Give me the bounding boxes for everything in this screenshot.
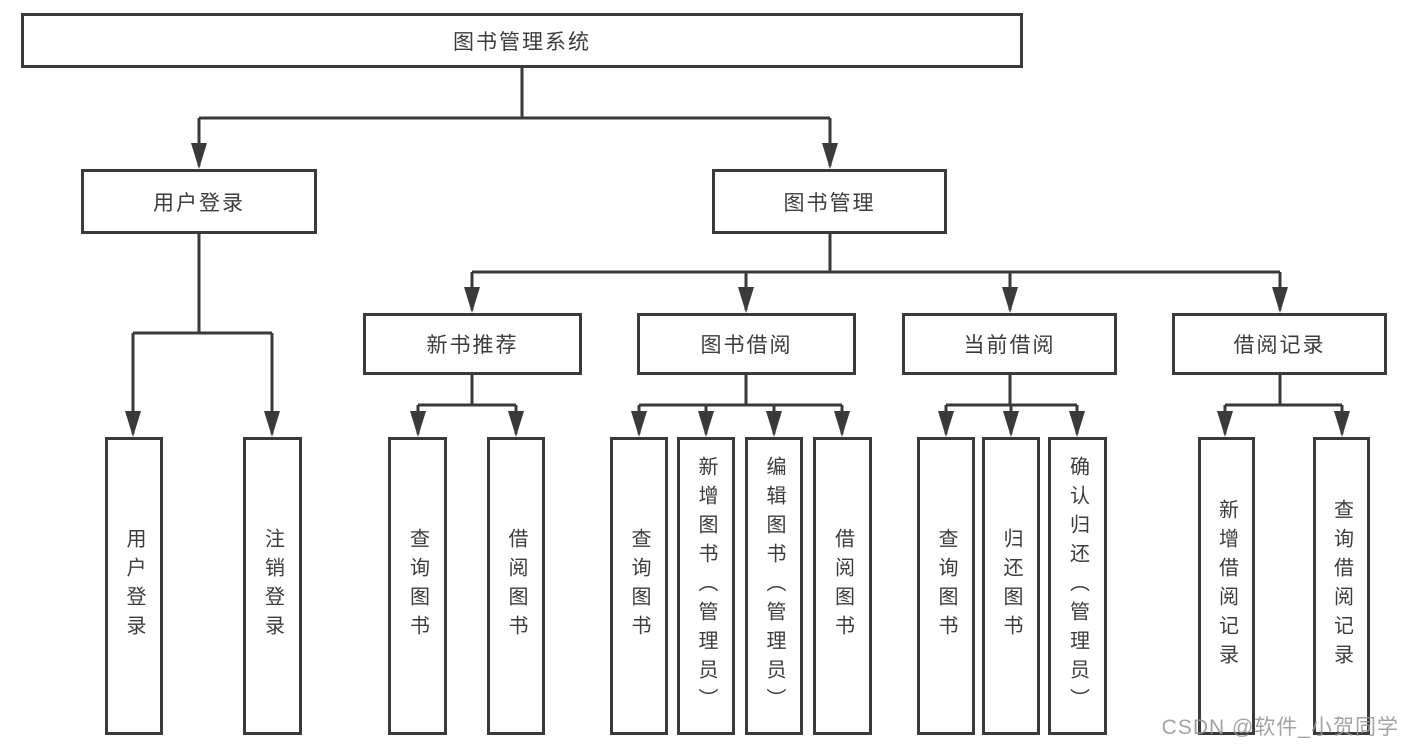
node-current-borrowing-label: 当前借阅: [963, 334, 1056, 357]
node-current-borrowing: 当前借阅: [902, 313, 1117, 375]
leaf-query-book-recommend: 查询图书: [388, 437, 447, 735]
leaf-query-borrow-record-label: 查询借阅记录: [1330, 499, 1353, 673]
node-borrowing-records-label: 借阅记录: [1233, 334, 1326, 357]
node-user-login: 用户登录: [81, 169, 317, 234]
node-book-management: 图书管理: [712, 169, 947, 234]
leaf-user-login: 用户登录: [105, 437, 163, 735]
leaf-borrow-book-recommend-label: 借阅图书: [505, 528, 527, 644]
leaf-add-book-admin: 新增图书（管理员）: [677, 437, 735, 735]
leaf-borrow-book-borrowing-label: 借阅图书: [831, 528, 854, 644]
leaf-query-book-recommend-label: 查询图书: [406, 528, 429, 644]
leaf-query-book-borrowing-label: 查询图书: [628, 528, 650, 644]
watermark: CSDN @软件_小贺同学: [1161, 716, 1399, 739]
leaf-query-book-borrowing: 查询图书: [610, 437, 668, 735]
node-book-borrowing-label: 图书借阅: [700, 334, 793, 357]
node-user-login-label: 用户登录: [153, 191, 245, 215]
node-root: 图书管理系统: [21, 13, 1023, 68]
leaf-add-book-admin-label: 新增图书（管理员）: [695, 455, 717, 717]
leaf-user-login-label: 用户登录: [123, 528, 145, 644]
leaf-confirm-return-admin-label: 确认归还（管理员）: [1066, 455, 1089, 717]
leaf-logout-label: 注销登录: [261, 528, 284, 644]
leaf-borrow-book-recommend: 借阅图书: [487, 437, 545, 735]
connectors: [131, 68, 1344, 434]
arrowheads: [125, 143, 1350, 437]
leaf-query-book-current: 查询图书: [917, 437, 975, 735]
leaf-query-book-current-label: 查询图书: [935, 528, 957, 644]
node-new-book-recommend: 新书推荐: [363, 313, 582, 375]
node-borrowing-records: 借阅记录: [1172, 313, 1387, 375]
leaf-confirm-return-admin: 确认归还（管理员）: [1048, 437, 1107, 735]
leaf-add-borrow-record-label: 新增借阅记录: [1215, 499, 1238, 673]
leaf-logout: 注销登录: [243, 437, 302, 735]
leaf-query-borrow-record: 查询借阅记录: [1313, 437, 1370, 735]
leaf-return-book-label: 归还图书: [1000, 528, 1022, 644]
node-book-borrowing: 图书借阅: [637, 313, 856, 375]
node-book-management-label: 图书管理: [783, 191, 876, 215]
leaf-borrow-book-borrowing: 借阅图书: [813, 437, 872, 735]
leaf-edit-book-admin-label: 编辑图书（管理员）: [763, 455, 785, 717]
node-root-label: 图书管理系统: [453, 30, 591, 54]
leaf-add-borrow-record: 新增借阅记录: [1198, 437, 1255, 735]
leaf-return-book: 归还图书: [982, 437, 1040, 735]
node-new-book-recommend-label: 新书推荐: [426, 334, 519, 357]
leaf-edit-book-admin: 编辑图书（管理员）: [745, 437, 803, 735]
